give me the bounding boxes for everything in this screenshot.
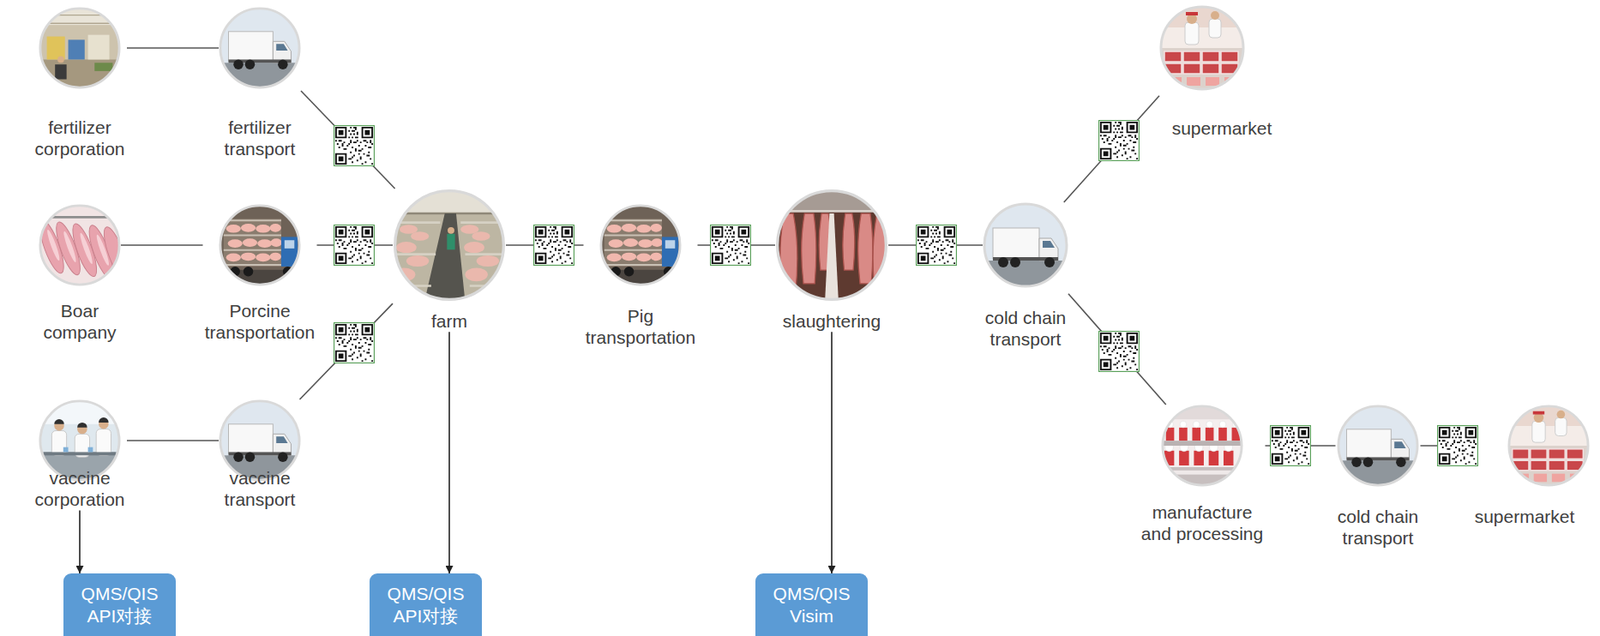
photo-circle: [1336, 404, 1420, 488]
photo-circle: [599, 204, 682, 287]
photo-circle: [982, 202, 1069, 289]
photo-circle: [1507, 404, 1590, 488]
system-label: QMS/QIS Visim: [760, 583, 863, 626]
flow-line: [120, 244, 204, 247]
stage-label: fertilizer corporation: [32, 116, 127, 160]
qr-code: [334, 126, 375, 167]
stage-label: vaccine transport: [222, 467, 298, 511]
stage-node: slaughtering: [775, 188, 889, 332]
qr-code: [916, 225, 957, 266]
photo-circle: [1159, 5, 1246, 91]
stage-label: farm: [429, 310, 470, 332]
stage-label: supermarket: [1473, 505, 1577, 528]
qr-code: [334, 225, 375, 266]
stage-label: Boar company: [41, 300, 119, 343]
photo-circle: [775, 188, 891, 302]
system-box: QMS/QIS API对接: [63, 573, 176, 636]
qr-code: [1270, 426, 1312, 467]
flow-line: [126, 439, 219, 442]
qr-code: [1437, 426, 1479, 467]
system-label: QMS/QIS API对接: [68, 583, 171, 626]
stage-node: Porcine transportation: [203, 204, 318, 343]
stage-node: cold chain transport: [982, 202, 1069, 350]
qr-code: [534, 225, 575, 266]
flow-arrow: [830, 331, 833, 574]
stage-node: vaccine corporation: [32, 399, 127, 511]
photo-circle: [218, 6, 301, 90]
photo-circle: [38, 6, 121, 90]
qr-codes: [334, 120, 1479, 467]
flow-arrow: [78, 510, 81, 574]
system-box: QMS/QIS API对接: [369, 573, 482, 636]
stage-photos: [35, 5, 1590, 488]
system-box: QMS/QIS Visim: [755, 573, 868, 636]
qr-code: [710, 225, 752, 266]
flow-line: [300, 303, 393, 400]
qr-code: [1099, 120, 1140, 162]
stage-label: vaccine corporation: [32, 467, 127, 511]
flow-line: [1068, 294, 1167, 405]
stage-label: Pig transportation: [583, 305, 698, 349]
flow-line: [1064, 96, 1160, 203]
flow-line: [300, 90, 396, 189]
stage-node: Boar company: [38, 204, 121, 343]
system-label: QMS/QIS API对接: [374, 583, 477, 626]
photo-circle: [35, 204, 133, 287]
stage-node: vaccine transport: [218, 399, 301, 511]
stage-node: fertilizer corporation: [32, 6, 127, 160]
photo-circle: [1160, 404, 1244, 488]
stage-label: manufacture and processing: [1139, 501, 1266, 545]
stage-node: fertilizer transport: [218, 6, 301, 160]
photo-circle: [392, 188, 506, 302]
stage-node: farm: [392, 188, 506, 332]
qr-code: [1099, 331, 1140, 373]
stage-label: cold chain transport: [1335, 505, 1421, 549]
qr-code: [334, 323, 375, 364]
stage-node: manufacture and processing: [1139, 404, 1266, 545]
stage-label: fertilizer transport: [222, 116, 298, 160]
photo-circle: [218, 204, 301, 287]
stage-label: Porcine transportation: [203, 300, 318, 343]
stage-node: supermarket: [1159, 5, 1275, 139]
flow-arrow: [448, 331, 451, 574]
stage-label: supermarket: [1170, 117, 1275, 139]
stage-node: supermarket: [1473, 404, 1591, 528]
stage-node: cold chain transport: [1335, 404, 1421, 549]
stage-node: Pig transportation: [583, 204, 698, 349]
flow-line: [126, 47, 219, 49]
stage-label: cold chain transport: [983, 306, 1069, 350]
stage-label: slaughtering: [781, 310, 884, 332]
